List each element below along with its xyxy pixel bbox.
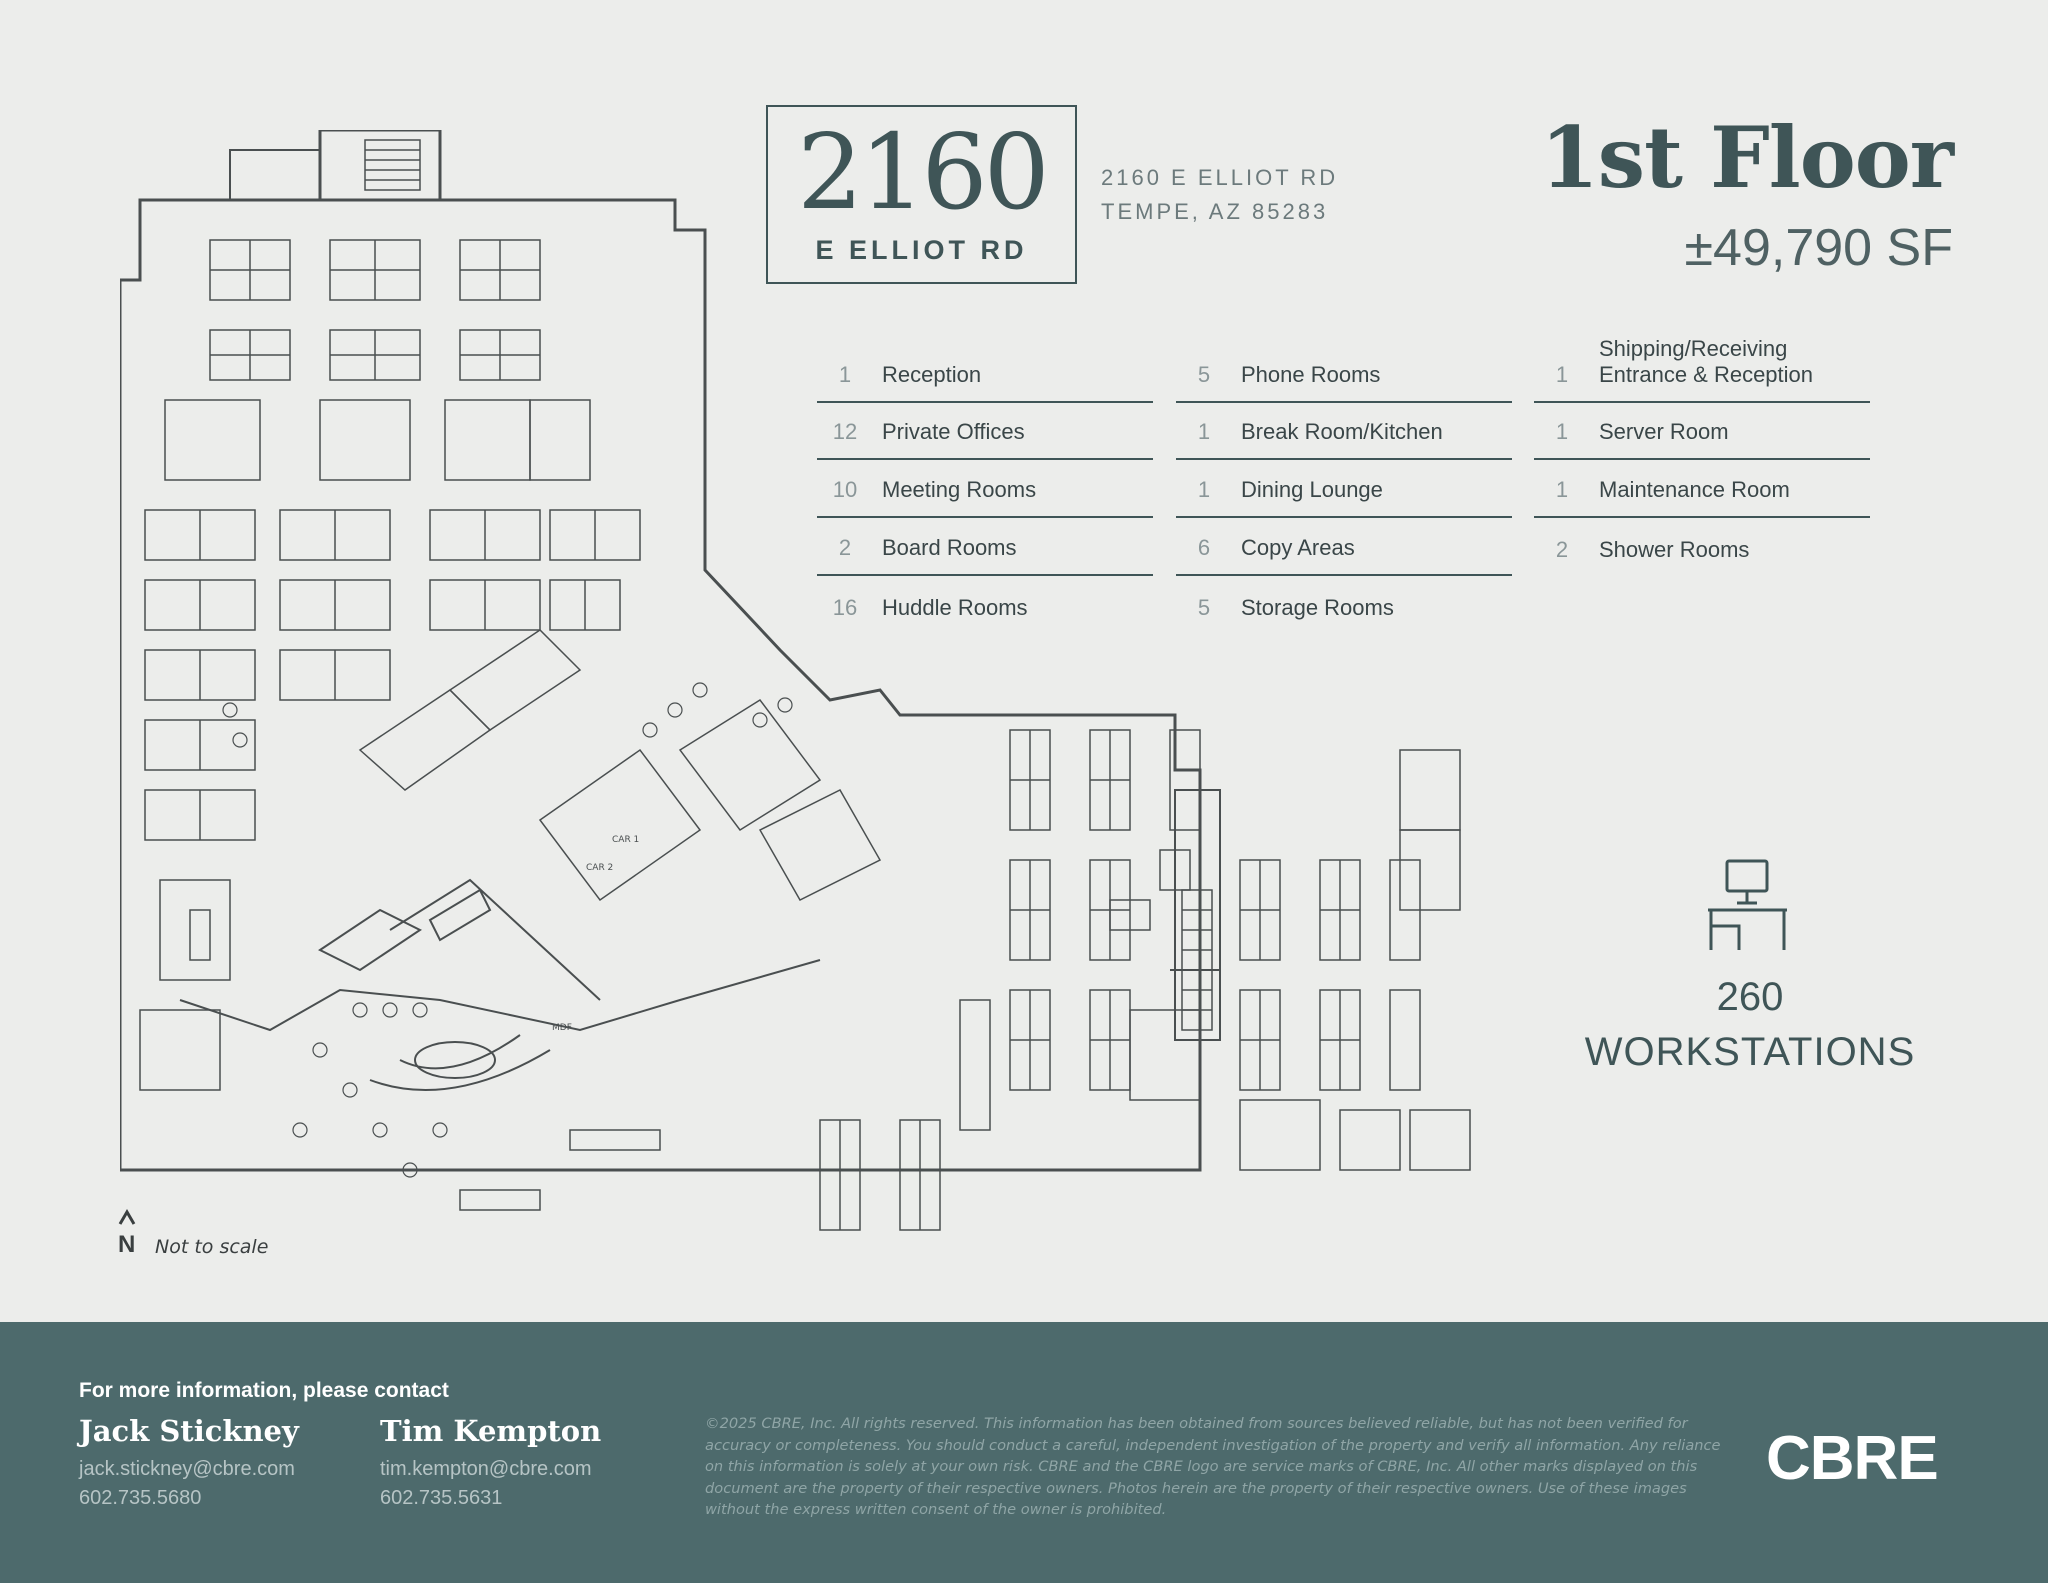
plan-rooms [139,399,1471,1171]
plan-label-car2: CAR 2 [586,863,613,873]
amenity-item: 2 Shower Rooms [1534,519,1870,576]
amenity-item: 1 Break Room/Kitchen [1176,403,1512,460]
amenity-label: Meeting Rooms [882,477,1037,502]
amenity-label: Copy Areas [1241,535,1355,560]
amenity-item: 1 Shipping/Receiving Entrance & Receptio… [1534,336,1870,403]
amenity-count: 5 [1197,595,1211,620]
floor-plan: MDF CAR 1 CAR 2 [120,130,1471,1231]
amenity-item: 16 Huddle Rooms [817,577,1153,634]
plan-text-labels: MDF CAR 1 CAR 2 [552,835,639,1033]
amenity-label: Maintenance Room [1599,477,1790,502]
amenity-label: Phone Rooms [1241,362,1381,387]
amenity-count: 16 [832,595,858,620]
amenity-count: 1 [1197,419,1211,444]
contact-email-link[interactable]: jack.stickney@cbre.com [79,1458,295,1480]
scale-note: Not to scale [155,1236,269,1258]
amenity-label: Shower Rooms [1599,537,1750,562]
contact-phone[interactable]: 602.735.5680 [79,1487,202,1509]
amenity-item: 5 Phone Rooms [1176,346,1512,403]
contact-phone[interactable]: 602.735.5631 [380,1487,503,1509]
amenity-count: 2 [1555,537,1569,562]
amenity-count: 1 [838,362,852,387]
amenity-label: Dining Lounge [1241,477,1383,502]
contact-name: Tim Kempton [380,1414,602,1448]
plan-workstations [144,239,1421,1231]
amenity-count: 1 [1555,362,1569,387]
amenity-item: 2 Board Rooms [817,519,1153,576]
cbre-logo: CBRE [1766,1424,1939,1493]
workstation-count: 260 [1716,975,1784,1019]
plan-label-mdf: MDF [552,1023,572,1033]
plan-label-car1: CAR 1 [612,835,639,845]
floor-square-feet: ±49,790 SF [1684,219,1953,277]
workstation-label: WORKSTATIONS [1584,1030,1916,1074]
amenity-label: Server Room [1599,419,1729,444]
legal-disclaimer: ©2025 CBRE, Inc. All rights reserved. Th… [705,1415,1721,1519]
amenity-count: 1 [1555,477,1569,502]
desk-computer-icon [1708,859,1787,950]
plan-chairs [222,682,793,1178]
north-letter: N [118,1231,135,1258]
plan-reception-curve [318,878,601,1091]
plan-conference-tables [189,849,1191,1211]
amenity-label: Break Room/Kitchen [1241,419,1443,444]
contact-name: Jack Stickney [79,1414,299,1448]
amenity-count: 12 [832,419,858,444]
amenity-count: 5 [1197,362,1211,387]
amenity-label: Storage Rooms [1241,595,1394,620]
amenity-count: 1 [1555,419,1569,444]
amenity-count: 1 [1197,477,1211,502]
amenity-item: 1 Reception [817,346,1153,403]
plan-stairs [364,139,1213,1031]
amenity-item: 1 Server Room [1534,403,1870,460]
building-logo-number: 2160 [797,111,1050,233]
amenity-label: Board Rooms [882,535,1017,560]
amenity-item: 10 Meeting Rooms [817,461,1153,518]
building-logo: 2160 E ELLIOT RD [766,105,1077,284]
amenity-item: 12 Private Offices [817,403,1153,460]
amenity-label: Shipping/Receiving Entrance & Reception [1599,336,1814,387]
floor-title: 1st Floor [1540,108,1954,207]
address-line-1: 2160 E ELLIOT RD [1101,165,1339,190]
contact-email-link[interactable]: tim.kempton@cbre.com [380,1458,592,1480]
plan-walls [120,130,1221,1172]
amenity-count: 6 [1197,535,1211,560]
amenity-count: 10 [832,477,858,502]
north-arrow-icon: N [118,1209,135,1258]
amenity-count: 2 [838,535,852,560]
amenity-label: Huddle Rooms [882,595,1028,620]
amenity-item: 1 Maintenance Room [1534,461,1870,518]
amenity-item: 1 Dining Lounge [1176,461,1512,518]
amenity-label: Reception [882,362,982,387]
footer: For more information, please contact Jac… [0,1322,2048,1583]
building-logo-street: E ELLIOT RD [815,235,1028,265]
amenity-item: 6 Copy Areas [1176,519,1512,576]
amenity-label: Private Offices [882,419,1025,444]
amenity-item: 5 Storage Rooms [1176,577,1512,634]
contact-heading: For more information, please contact [79,1379,449,1402]
address-line-2: TEMPE, AZ 85283 [1101,199,1329,224]
